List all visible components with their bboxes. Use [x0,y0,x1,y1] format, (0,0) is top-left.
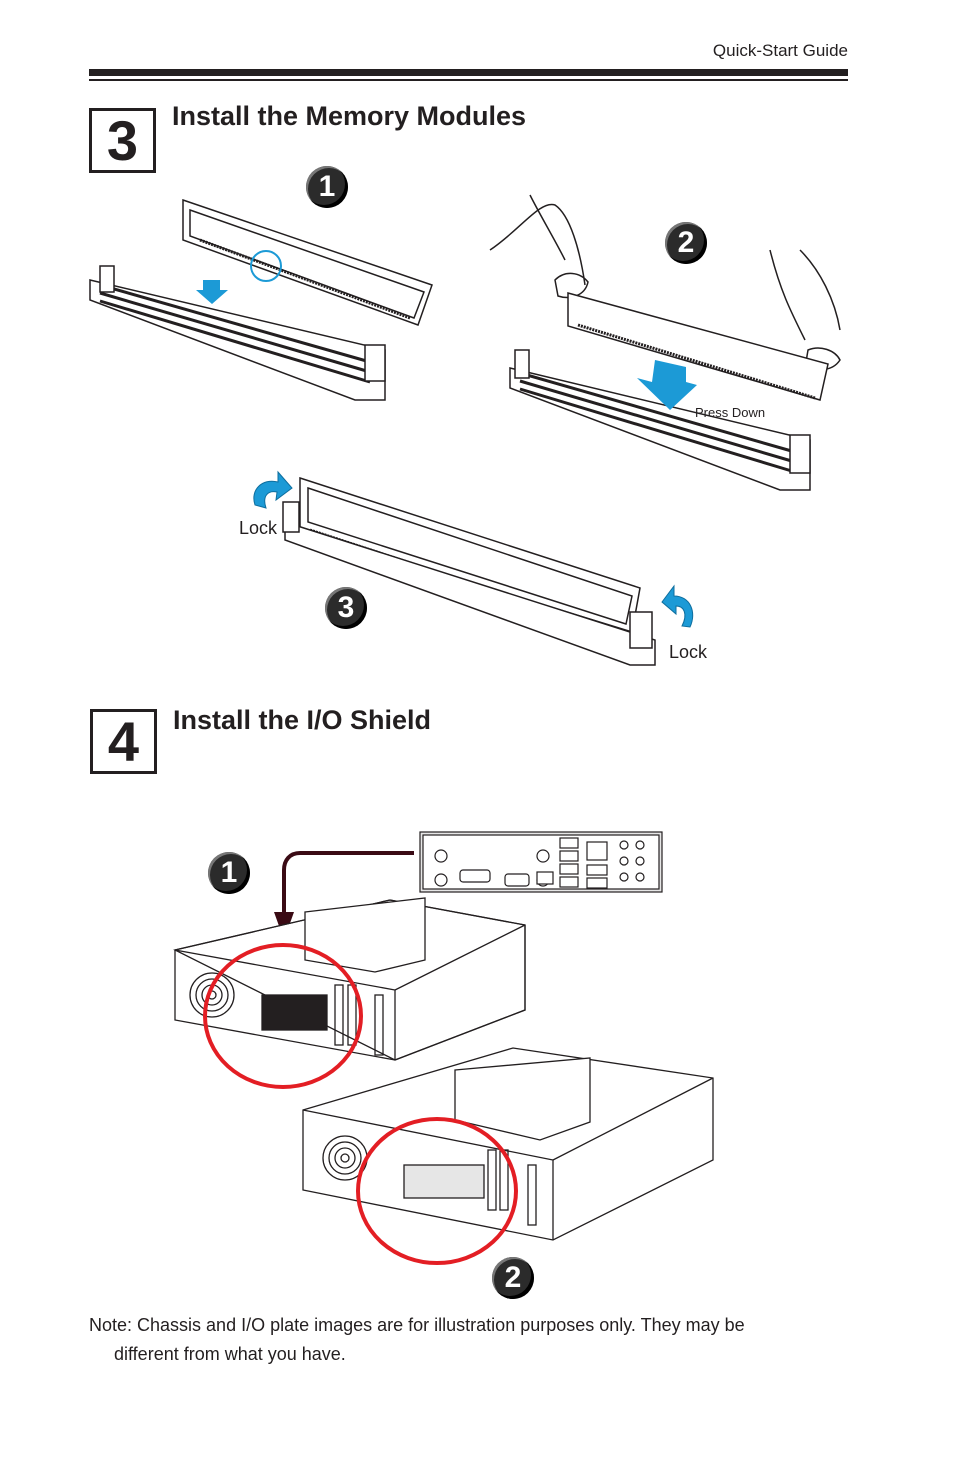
step3-badge-2: 2 [665,222,707,264]
highlight-circle-2 [356,1117,518,1265]
panel2-dimm-slots [509,349,811,491]
step4-title: Install the I/O Shield [173,705,432,735]
note-text: Note: Chassis and I/O plate images are f… [89,1311,849,1369]
header-title: Quick-Start Guide [712,41,848,60]
step3-number-box: 3 [89,108,156,173]
lock-arrow-right-icon [661,584,694,628]
chassis-2 [302,1047,714,1241]
panel1-down-arrow [196,280,228,304]
header-rule-thick [89,69,848,76]
note-line-2: different from what you have. [114,1344,346,1364]
step3-title: Install the Memory Modules [172,101,527,131]
lock-label-left: Lock [239,518,278,538]
note-line-1: Note: Chassis and I/O plate images are f… [89,1315,745,1335]
step3-badge-3: 3 [325,587,367,629]
lock-label-right: Lock [669,642,708,662]
panel1-dimm-module [182,198,433,326]
press-down-label: Press Down [695,405,766,420]
memory-illustration [89,194,841,666]
lock-arrow-left-icon [253,470,293,509]
panel2-dimm-module [567,292,829,401]
step4-number-box: 4 [90,709,157,774]
step4-badge-1: 1 [208,852,250,894]
header-rule-thin [89,79,848,81]
panel2-down-arrow [637,360,697,410]
step3-badge-1: 1 [306,166,348,208]
panel2-hands [489,194,841,370]
io-shield-plate [419,831,663,893]
highlight-circle-1 [203,943,363,1089]
notch-highlight-circle [250,250,282,282]
step4-badge-2: 2 [492,1257,534,1299]
panel1-dimm-slots [89,265,386,401]
panel3-dimm-slot [282,501,656,666]
